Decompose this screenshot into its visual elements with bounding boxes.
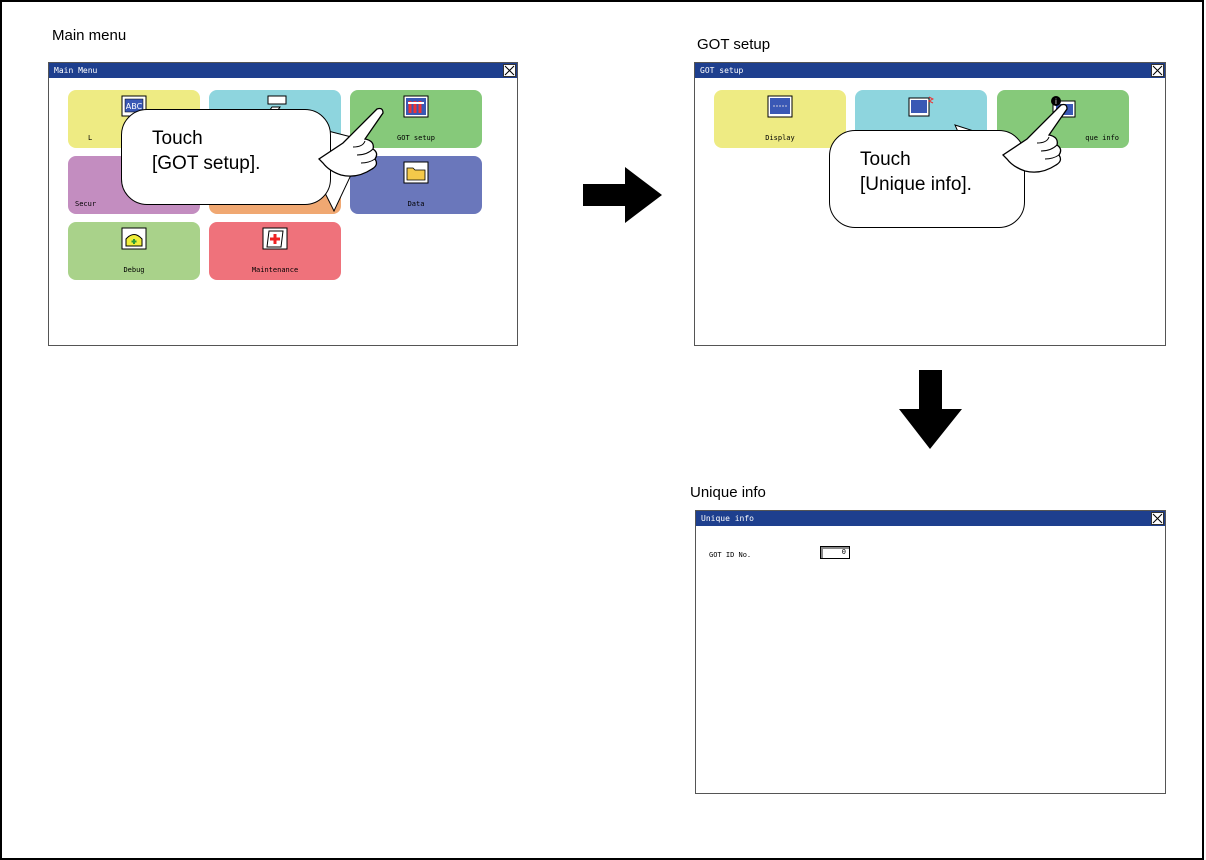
- callout-touch-unique-info: Touch [Unique info].: [829, 130, 1025, 228]
- pointing-hand-icon: [1001, 103, 1068, 173]
- menu-tile-data-label: Data: [407, 200, 425, 208]
- close-icon: [1152, 65, 1163, 76]
- menu-tile-got-setup-label: GOT setup: [397, 134, 435, 142]
- unique-info-titlebar: Unique info: [696, 511, 1165, 526]
- got-id-field[interactable]: 0: [820, 546, 850, 559]
- menu-tile-debug[interactable]: Debug: [68, 222, 200, 280]
- got-setup-titlebar: GOT setup: [695, 63, 1165, 78]
- right-arrow-icon: [583, 167, 662, 223]
- got-setup-icon: [403, 95, 429, 118]
- main-menu-section-label: Main menu: [52, 27, 127, 44]
- unique-info-title: Unique info: [701, 514, 754, 523]
- menu-tile-maintenance[interactable]: Maintenance: [209, 222, 341, 280]
- callout-touch-got-setup: Touch [GOT setup].: [121, 109, 331, 205]
- main-menu-screen: Main Menu ABC L GOT setup Secu: [48, 62, 518, 346]
- svg-text:i: i: [1055, 98, 1057, 106]
- callout-line1: Touch: [860, 149, 911, 170]
- got-setup-section-label: GOT setup: [697, 36, 771, 53]
- close-button[interactable]: [1151, 64, 1164, 77]
- close-icon: [1152, 513, 1163, 524]
- close-button[interactable]: [503, 64, 516, 77]
- folder-icon: [403, 161, 429, 184]
- got-id-label: GOT ID No.: [709, 551, 752, 559]
- close-button[interactable]: [1151, 512, 1164, 525]
- unique-info-section-label: Unique info: [690, 484, 766, 501]
- callout-line1: Touch: [152, 128, 203, 149]
- main-menu-title: Main Menu: [54, 66, 98, 75]
- menu-tile-security-label: Secur: [75, 200, 97, 208]
- setup-tile-unique-info-label: que info: [1085, 134, 1119, 142]
- menu-tile-maintenance-label: Maintenance: [251, 266, 299, 274]
- svg-text:ABC: ABC: [126, 102, 143, 111]
- setup-tile-display[interactable]: Display: [714, 90, 846, 148]
- menu-tile-debug-label: Debug: [123, 266, 145, 274]
- debug-icon: [121, 227, 147, 250]
- down-arrow-icon: [899, 370, 962, 449]
- unique-info-screen: Unique info GOT ID No. 0: [695, 510, 1166, 794]
- maintenance-icon: [262, 227, 288, 250]
- main-menu-titlebar: Main Menu: [49, 63, 517, 78]
- got-setup-title: GOT setup: [700, 66, 744, 75]
- got-setup-screen: GOT setup Display i que info Touch: [694, 62, 1166, 346]
- callout-line2: [Unique info].: [860, 174, 972, 195]
- touch-panel-icon: [908, 96, 934, 117]
- callout-line2: [GOT setup].: [152, 153, 261, 174]
- close-icon: [504, 65, 515, 76]
- pointing-hand-icon: [317, 107, 384, 177]
- menu-tile-language-label: L: [88, 134, 93, 142]
- setup-tile-display-label: Display: [765, 134, 795, 142]
- display-icon: [767, 95, 793, 118]
